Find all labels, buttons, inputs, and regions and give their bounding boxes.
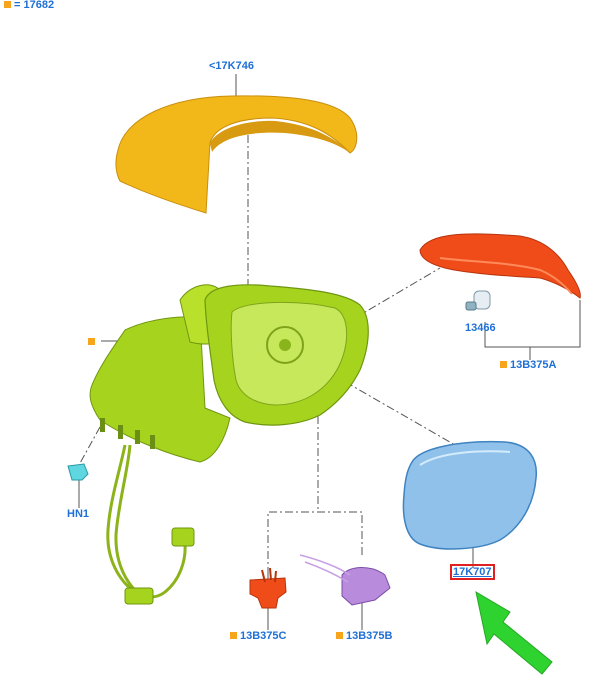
lamp-c-part xyxy=(249,567,287,609)
part-marker xyxy=(230,632,237,639)
indicator-housing-part xyxy=(419,233,581,299)
part-label-cover[interactable]: <17K746 xyxy=(209,60,254,72)
harness-connector-part xyxy=(124,527,195,605)
part-number-highlighted: 17K707 xyxy=(450,564,495,580)
wire-harness-part xyxy=(106,444,187,599)
part-label-glass[interactable]: 17K707 xyxy=(450,564,495,580)
part-label-lamp-b[interactable]: 13B375B xyxy=(336,630,392,642)
part-marker xyxy=(88,338,95,345)
mirror-glass-part xyxy=(402,440,538,550)
mirror-housing-part xyxy=(89,284,369,463)
part-marker xyxy=(336,632,343,639)
lamp-b-part xyxy=(299,554,391,606)
part-label-connector[interactable]: HN1 xyxy=(67,508,90,520)
part-label-indicator[interactable]: 13B375A xyxy=(500,359,556,371)
part-label-lamp-c[interactable]: 13B375C xyxy=(230,630,286,642)
housing-marker-label xyxy=(88,336,98,348)
bulb-part xyxy=(465,290,491,311)
part-number: 13B375A xyxy=(510,359,557,371)
legend-item: = 17682 xyxy=(4,0,54,11)
hn1-clip-part xyxy=(67,463,89,481)
part-number: 13B375B xyxy=(346,630,393,642)
highlight-arrow xyxy=(475,590,553,675)
legend-marker xyxy=(4,1,11,8)
legend-text: = 17682 xyxy=(14,0,55,11)
part-marker xyxy=(500,361,507,368)
part-number: 13B375C xyxy=(240,630,287,642)
mirror-cover-part xyxy=(115,95,358,214)
part-label-bulb[interactable]: 13466 xyxy=(465,322,496,334)
